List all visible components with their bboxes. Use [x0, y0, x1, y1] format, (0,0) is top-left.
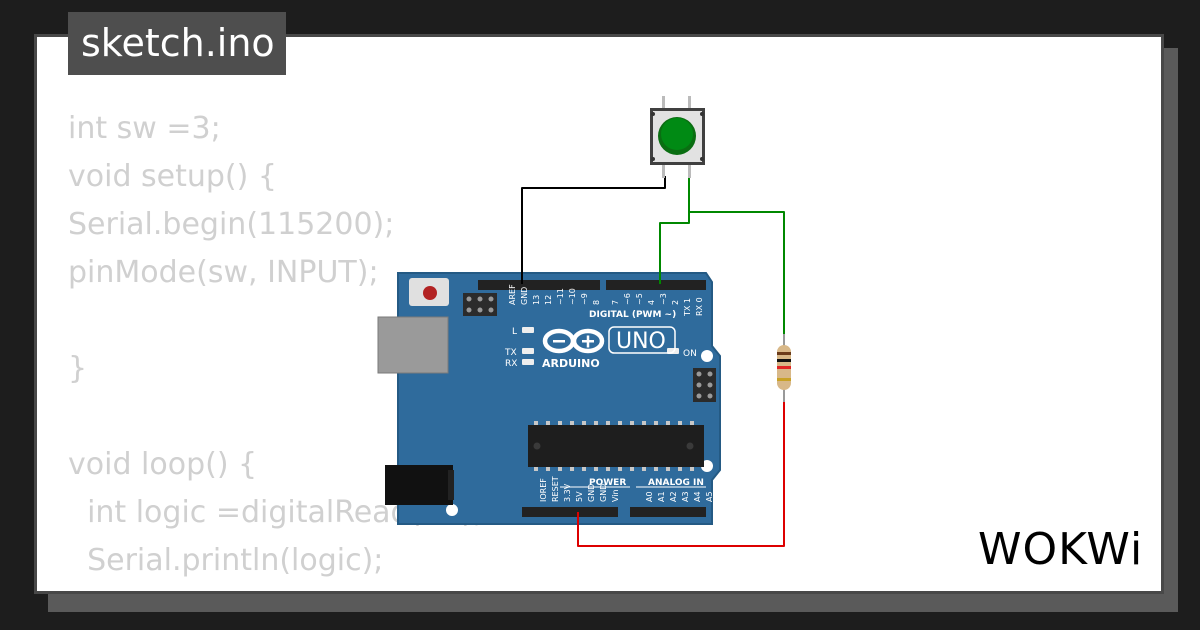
- wire-green-pin3[interactable]: [659, 176, 690, 284]
- pin-label: ~5: [635, 293, 644, 305]
- icsp-header-top: [463, 293, 497, 316]
- led-on-label: ON: [683, 349, 697, 359]
- pin-label: 2: [671, 300, 680, 305]
- pushbutton[interactable]: [650, 96, 705, 178]
- pin-label: GND: [520, 287, 529, 305]
- analog-header: [630, 507, 706, 517]
- digital-header-label: DIGITAL (PWM ~): [589, 310, 676, 320]
- pin-label: AREF: [508, 284, 517, 305]
- icsp-header-right: [693, 368, 716, 402]
- arduino-infinity-icon: [542, 328, 605, 354]
- mount-hole: [701, 350, 713, 362]
- arduino-uno-board[interactable]: AREF GND 13 12 ~11 ~10 ~9 8 7 ~6 ~5 4 ~3…: [377, 272, 721, 525]
- pin-label: 13: [532, 295, 541, 305]
- pin-label: A0: [645, 491, 654, 502]
- mount-hole: [446, 504, 458, 516]
- pin-label: 7: [611, 300, 620, 305]
- pin-label: TX 1: [683, 298, 692, 317]
- pin-label: Vin: [611, 489, 620, 502]
- analog-header-label: ANALOG IN: [648, 478, 704, 488]
- reset-button[interactable]: [423, 286, 437, 300]
- wire-red-5v[interactable]: [577, 400, 785, 547]
- pin-label: ~11: [556, 288, 565, 305]
- pin-label: IOREF: [539, 478, 548, 502]
- pin-label: A5: [705, 491, 714, 502]
- code-line: int sw =3;: [68, 111, 221, 146]
- usb-connector: [377, 316, 449, 374]
- pin-label: 5V: [575, 491, 584, 502]
- power-header-label: POWER: [589, 478, 626, 488]
- pin-label: 3.3V: [563, 483, 572, 502]
- power-jack: [385, 465, 453, 505]
- code-line: Serial.println(logic);: [68, 543, 384, 578]
- board-brand-label: ARDUINO: [542, 357, 600, 370]
- wokwi-logo: WOKWi: [978, 524, 1143, 575]
- pin-label: GND: [599, 484, 608, 502]
- led-rx-label: RX: [505, 359, 517, 369]
- wire-black-gnd[interactable]: [521, 176, 666, 284]
- resistor[interactable]: [777, 334, 791, 402]
- pin-label: 4: [647, 300, 656, 305]
- pin-label: A2: [669, 491, 678, 502]
- board-model-label: UNO: [616, 329, 666, 354]
- pin-label: 12: [544, 295, 553, 305]
- led-rx: [522, 359, 534, 365]
- code-line: Serial.begin(115200);: [68, 207, 395, 242]
- pin-label: A4: [693, 491, 702, 502]
- pin-label: A1: [657, 491, 666, 502]
- pin-label: RESET: [551, 476, 560, 502]
- pin-label: ~9: [580, 293, 589, 305]
- wire-green-resistor[interactable]: [689, 211, 785, 336]
- code-line: void loop() {: [68, 447, 258, 482]
- led-tx: [522, 348, 534, 354]
- led-tx-label: TX: [504, 348, 517, 358]
- power-header: [522, 507, 618, 517]
- code-line: void setup() {: [68, 159, 277, 194]
- wokwi-logo-text: WOKWi: [978, 524, 1143, 575]
- pin-label: RX 0: [695, 297, 704, 316]
- atmega-chip: [528, 425, 704, 467]
- digital-header-right: [606, 280, 706, 290]
- pin-label: GND: [587, 484, 596, 502]
- code-line: pinMode(sw, INPUT);: [68, 255, 379, 290]
- led-l-label: L: [512, 327, 517, 337]
- pin-label: 8: [592, 300, 601, 305]
- code-line: }: [68, 351, 88, 386]
- uno-badge: [608, 326, 676, 354]
- file-tab-title: sketch.ino: [68, 12, 286, 75]
- digital-header-left: [478, 280, 600, 290]
- led-l: [522, 327, 534, 333]
- pin-label: ~10: [568, 288, 577, 305]
- pin-label: A3: [681, 491, 690, 502]
- pin-label: ~6: [623, 293, 632, 305]
- pin-label: ~3: [659, 293, 668, 305]
